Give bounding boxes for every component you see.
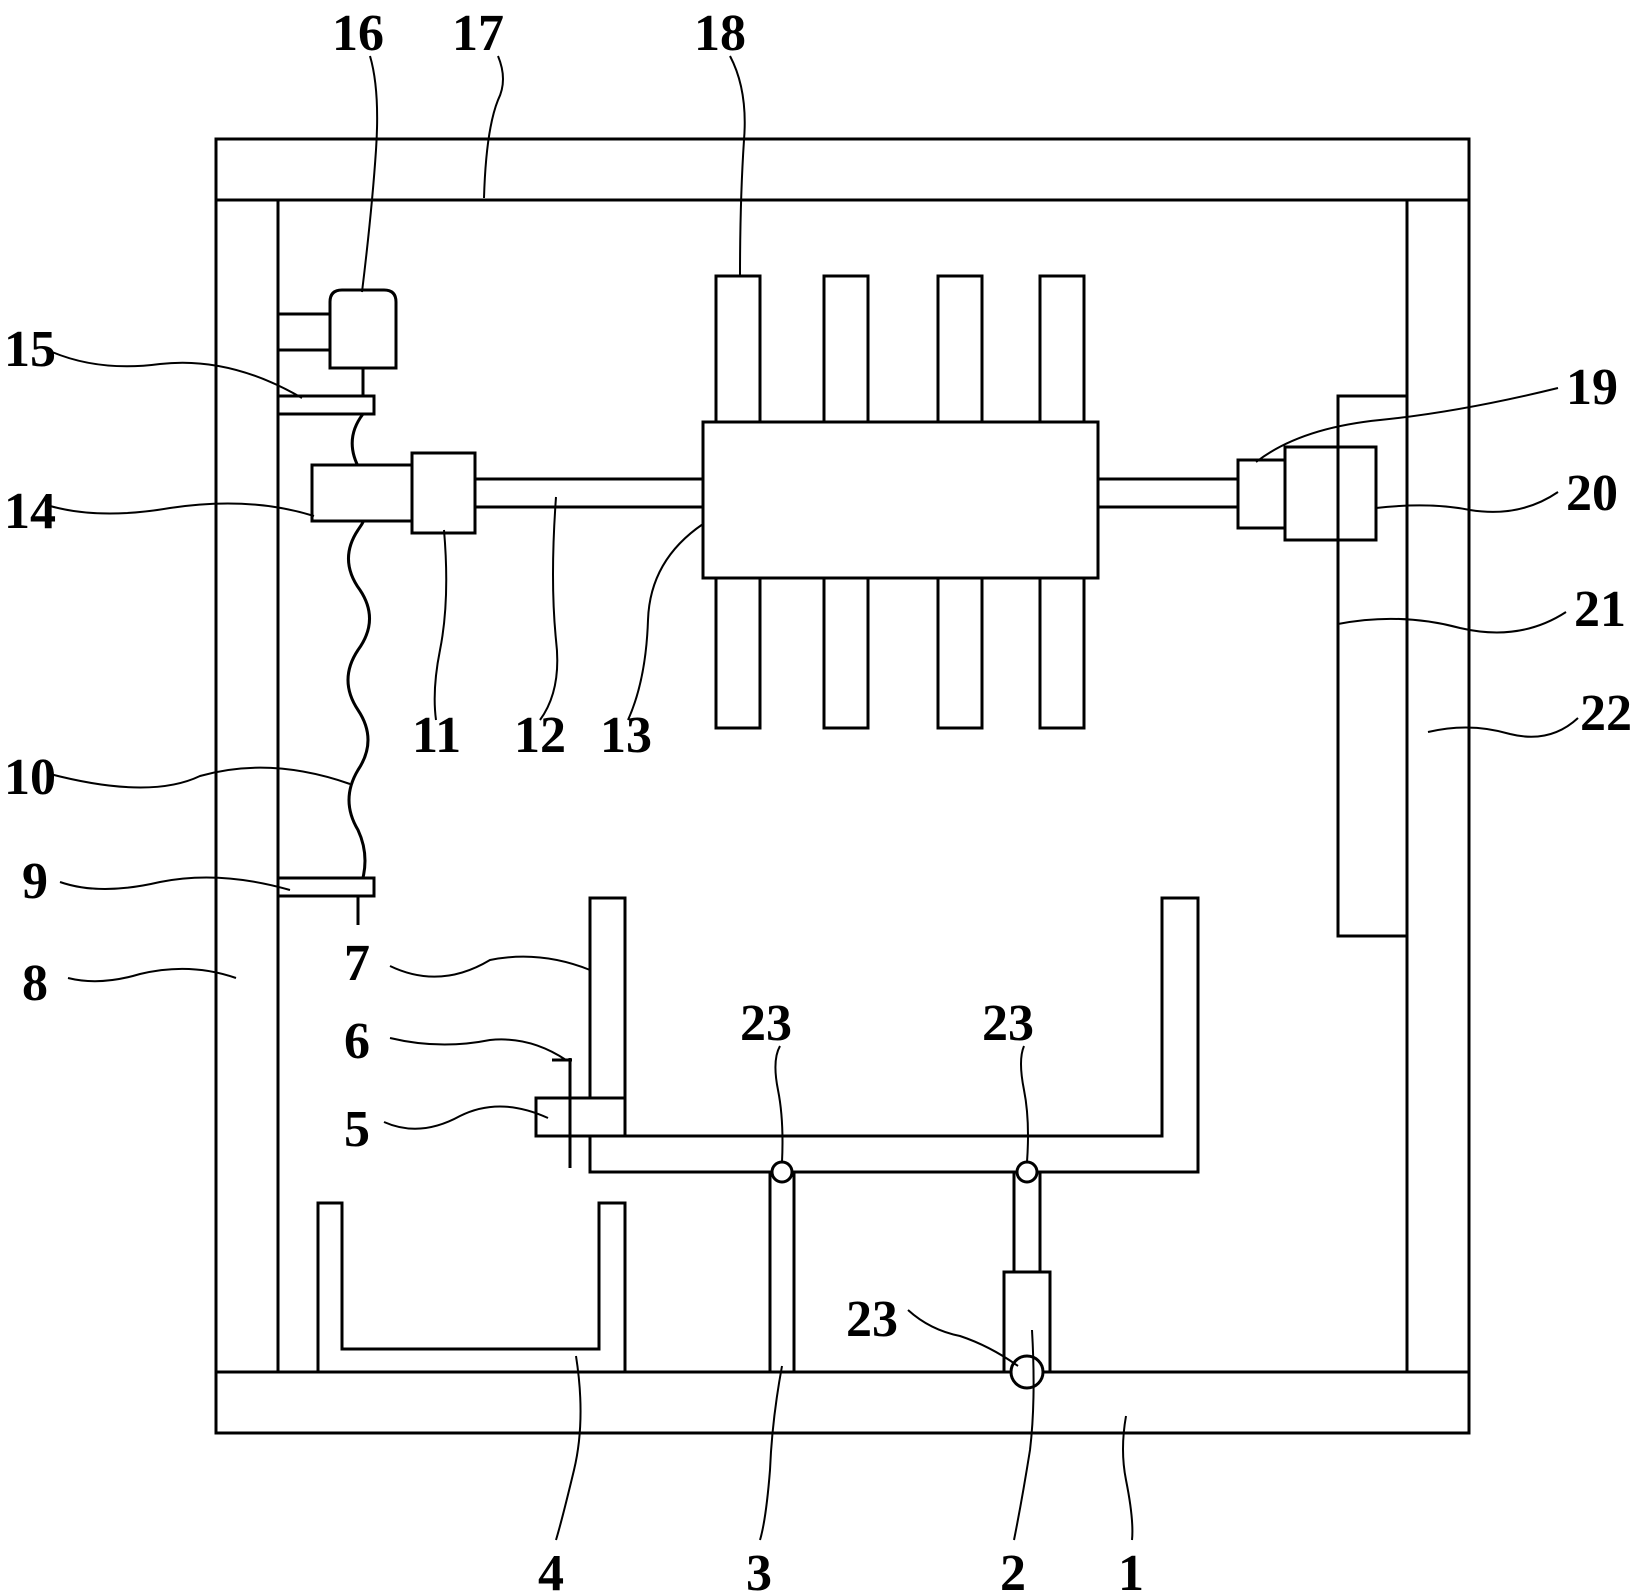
label-19: 19	[1566, 359, 1618, 416]
label-8: 8	[22, 955, 48, 1012]
leader-21	[1337, 611, 1567, 634]
tray-left-wall	[588, 896, 627, 1100]
blade-top-1	[714, 274, 762, 424]
right-column	[1405, 198, 1471, 1374]
label-23c: 23	[846, 1291, 898, 1348]
label-10: 10	[4, 749, 56, 806]
upper-hinge-right	[1015, 1160, 1039, 1184]
label-9: 9	[22, 853, 48, 910]
leader-9	[59, 876, 291, 891]
leader-7	[389, 955, 591, 978]
tray	[588, 896, 1200, 1174]
label-11: 11	[412, 707, 461, 764]
label-1: 1	[1118, 1545, 1144, 1595]
top-beam	[214, 137, 1471, 202]
leader-15	[51, 351, 303, 399]
leader-3	[759, 1365, 783, 1541]
leader-12	[539, 496, 559, 721]
leader-17	[483, 55, 504, 199]
left-shaft	[473, 477, 705, 509]
hinge-block	[534, 1096, 627, 1138]
blade-bottom-2	[822, 576, 870, 730]
leader-20	[1375, 491, 1559, 513]
label-20: 20	[1566, 465, 1618, 522]
blade-top-3	[936, 274, 984, 424]
leader-23b	[1020, 1045, 1029, 1163]
leader-14	[49, 502, 315, 517]
lower-hinge	[1009, 1354, 1045, 1390]
label-21: 21	[1574, 581, 1626, 638]
leader-11	[433, 529, 448, 721]
label-14: 14	[4, 483, 56, 540]
leader-5	[383, 1105, 549, 1130]
leader-19	[1255, 387, 1559, 463]
leader-4	[555, 1355, 582, 1541]
drum	[701, 420, 1100, 580]
leader-8	[67, 967, 237, 983]
upper-hinge-left	[770, 1160, 794, 1184]
leader-18	[729, 55, 746, 277]
blade-bottom-3	[936, 576, 984, 730]
leader-22	[1427, 717, 1579, 738]
leader-23c	[907, 1309, 1019, 1367]
cylinder-rod	[1012, 1170, 1042, 1274]
label-17: 17	[452, 5, 504, 62]
blade-bottom-1	[714, 576, 762, 730]
blade-top-4	[1038, 274, 1086, 424]
label-6: 6	[344, 1013, 370, 1070]
support-rod	[768, 1170, 796, 1374]
leader-10	[49, 766, 351, 789]
leader-23a	[774, 1045, 784, 1163]
label-2: 2	[1000, 1545, 1026, 1595]
label-7: 7	[344, 935, 370, 992]
label-5: 5	[344, 1101, 370, 1158]
label-18: 18	[694, 5, 746, 62]
label-16: 16	[332, 5, 384, 62]
right-bearing	[1236, 458, 1287, 530]
bearing-block	[410, 451, 477, 535]
blade-top-2	[822, 274, 870, 424]
label-15: 15	[4, 321, 56, 378]
label-23b: 23	[982, 995, 1034, 1052]
label-12: 12	[514, 707, 566, 764]
label-13: 13	[600, 707, 652, 764]
slider-block	[310, 463, 414, 523]
leader-2	[1013, 1329, 1035, 1541]
leader-1	[1122, 1415, 1134, 1541]
label-4: 4	[538, 1545, 564, 1595]
leader-13	[627, 523, 704, 721]
right-shaft	[1096, 477, 1240, 509]
upper-bracket	[276, 394, 376, 416]
motor	[328, 288, 398, 370]
right-support	[1336, 394, 1407, 540]
blade-bottom-4	[1038, 576, 1086, 730]
right-support-lower	[1336, 540, 1407, 938]
label-22: 22	[1580, 685, 1631, 742]
base-plate	[214, 1370, 1471, 1435]
right-motor	[1283, 445, 1378, 542]
leader-6	[389, 1037, 567, 1061]
collection-box	[316, 1201, 627, 1374]
lower-bracket	[276, 876, 376, 898]
left-column	[214, 198, 280, 1374]
label-23a: 23	[740, 995, 792, 1052]
leader-16	[361, 55, 379, 293]
label-3: 3	[746, 1545, 772, 1595]
motor-mount	[276, 312, 332, 352]
